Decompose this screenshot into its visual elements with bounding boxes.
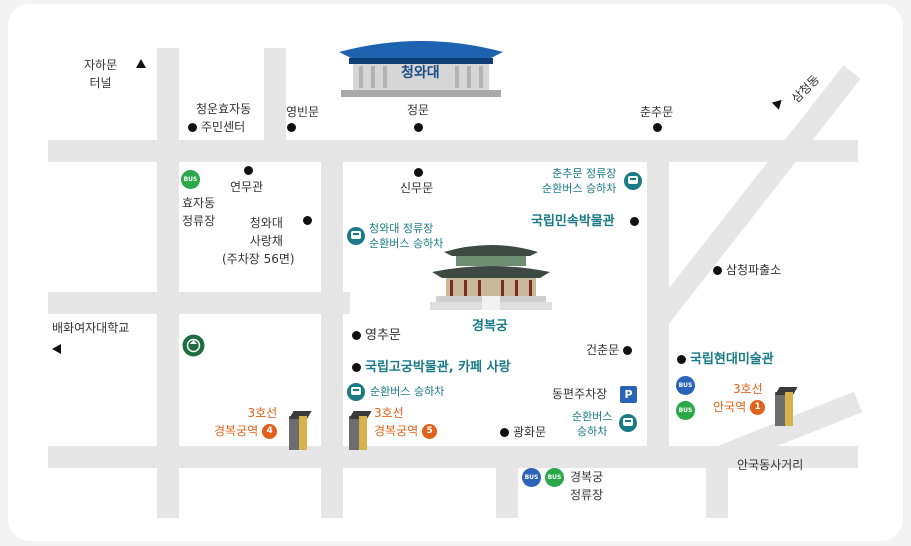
yeonmugwan-label: 연무관 [230,180,264,194]
subway-exit-4-icon [289,411,312,450]
chunchumun-label: 춘추문 [640,105,674,119]
bus-icon: BUS [676,376,695,395]
shuttle-bus-icon [619,414,637,432]
folk-museum-label: 국립민속박물관 [531,214,615,229]
shuttle-bus-icon [624,172,642,190]
subway-exit-1-icon [775,387,798,426]
gyeongbokgung-label: 경복궁 [472,319,508,334]
road [706,446,728,518]
road [264,48,286,148]
folk-museum-dot [630,217,639,226]
subway-exit-5-icon [349,411,372,450]
ewha-school-label: 배화여자대학교 [52,321,130,335]
yeongchumun-label: 영추문 [352,327,401,345]
road [157,48,179,518]
shuttle-stop-label: 순환버스 승하차 [370,385,445,398]
cheongun-center-label: 청운효자동 주민센터 [182,100,251,136]
bus-icon: BUS [676,401,695,420]
bus-icon: BUS [522,468,541,487]
blue-house-label: 청와대 [401,65,440,81]
yeongbinmun-dot [287,123,296,132]
road [321,140,343,518]
west-arrow-icon [52,344,61,354]
east-parking-label: 동편주차장 [552,387,608,401]
bus-icon: BUS [181,170,200,189]
palace-museum-label: 국립고궁박물관, 카페 사랑 [352,359,511,377]
sinmumun-dot [414,168,423,177]
jeongmun-label: 정문 [407,103,430,117]
chunchumun-dot [653,123,662,132]
bus-icon: BUS [545,468,564,487]
police-box-label: 삼청파출소 [713,261,781,279]
road [48,292,350,314]
shuttle-bus-icon [347,383,365,401]
jeongmun-dot [414,123,423,132]
parking-icon: P [620,386,637,403]
gwanghwamun-label: 광화문 [500,423,546,441]
yeonmugwan-dot [244,166,253,175]
north-arrow-icon [136,59,146,68]
yeongbinmun-label: 영빈문 [286,105,320,119]
anguk-crossroad-label: 안국동사거리 [737,458,804,472]
geonchunmun-label: 건춘문 [586,341,636,359]
starbucks-icon [182,334,205,357]
sinmumun-label: 신무문 [400,181,434,195]
blue-house-icon [339,41,503,97]
gyeongbokgung-palace-icon [430,245,552,310]
sarangchae-dot [303,216,312,225]
shuttle-bus-icon [347,227,365,245]
sarangchae-label: 청와대 사랑채 (주차장 56면) [222,216,295,266]
mmca-label: 국립현대미술관 [677,351,774,369]
road [496,446,518,518]
